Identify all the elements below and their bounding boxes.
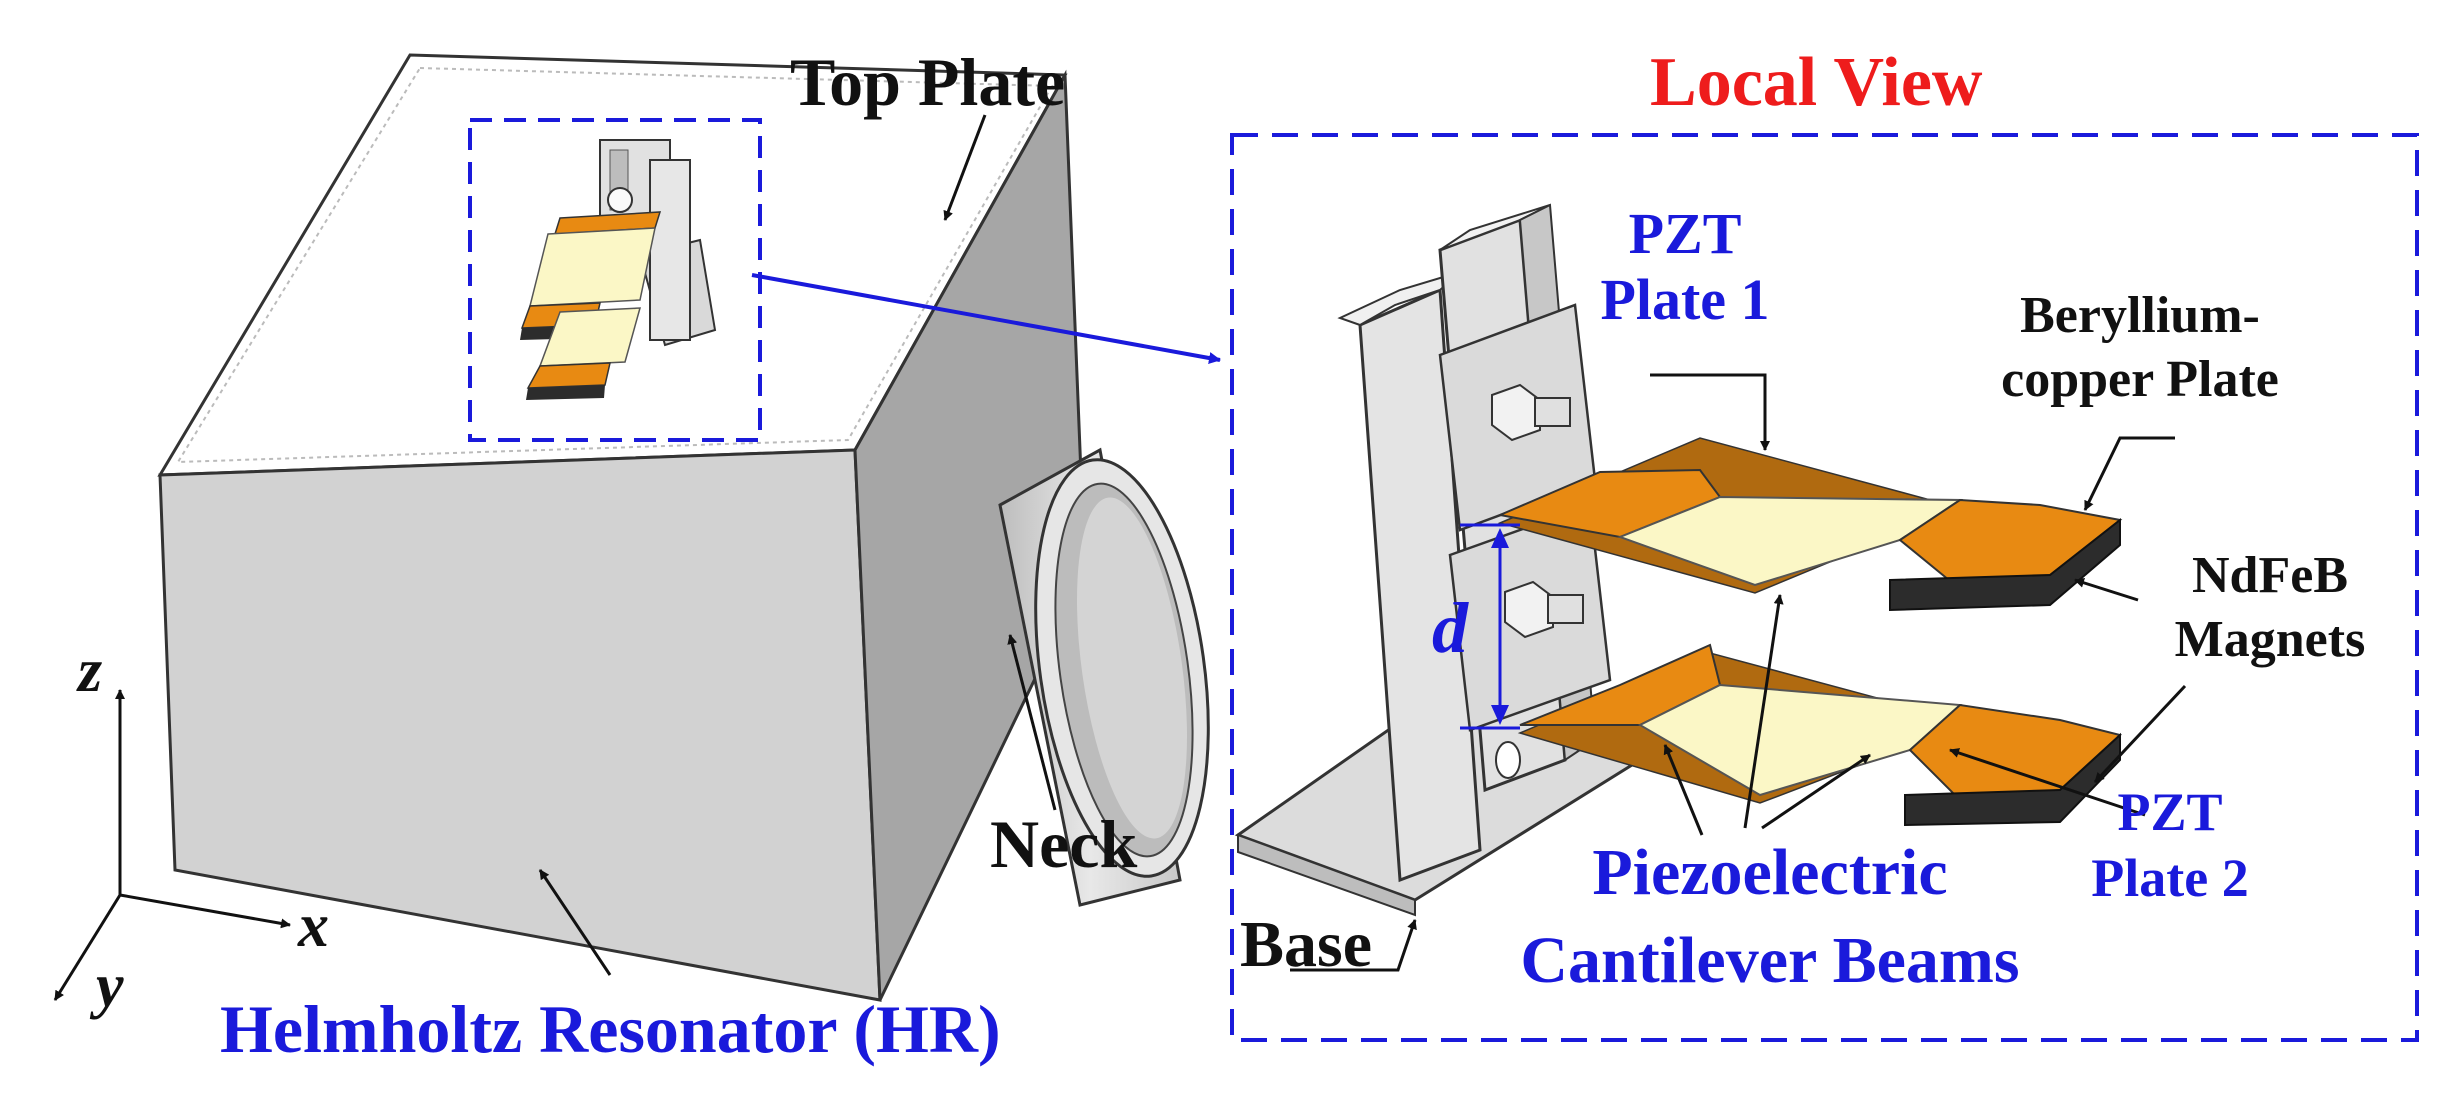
label-ndfeb-line1: NdFeB bbox=[2192, 547, 2348, 604]
lower-bolt bbox=[1504, 580, 1584, 639]
leader-neck bbox=[1007, 634, 1057, 811]
label-local-view: Local View bbox=[1650, 44, 1983, 121]
label-hr: Helmholtz Resonator (HR) bbox=[220, 991, 1001, 1067]
local-harvester bbox=[1234, 203, 2123, 917]
spacing-dimension bbox=[1460, 523, 1520, 730]
leader-pzt1 bbox=[1650, 373, 1770, 451]
neck bbox=[998, 447, 1210, 907]
label-pzt1: PZT Plate 1 bbox=[1590, 205, 1780, 329]
lower-cantilever bbox=[1517, 643, 2123, 827]
label-beryllium-line2: copper Plate bbox=[2001, 351, 2279, 408]
upper-magnet bbox=[1889, 517, 2121, 612]
label-axis-z: z bbox=[78, 637, 103, 705]
label-pzt2: PZT Plate 2 bbox=[2065, 785, 2275, 905]
y-axis bbox=[53, 894, 122, 1001]
leader-beryllium bbox=[2083, 436, 2175, 511]
label-beryllium: Beryllium- copper Plate bbox=[1920, 290, 2360, 406]
label-top-plate: Top Plate bbox=[790, 44, 1066, 120]
label-axis-x: x bbox=[298, 892, 329, 960]
label-pzt2-line1: PZT bbox=[2117, 782, 2223, 842]
zoom-arrow bbox=[751, 273, 1221, 364]
leader-piezo-a bbox=[1663, 744, 1704, 836]
leader-piezo-c bbox=[1761, 753, 1871, 830]
local-view-box bbox=[1230, 133, 2419, 1042]
label-pzt1-line2: Plate 1 bbox=[1600, 267, 1770, 332]
leader-ndfeb bbox=[2074, 577, 2139, 602]
leader-pzt2 bbox=[1949, 748, 2146, 817]
box-front-face bbox=[158, 448, 882, 1002]
leader-piezo-b bbox=[1743, 594, 1784, 829]
leader-hr bbox=[538, 869, 612, 976]
label-axis-y: y bbox=[96, 952, 124, 1020]
leader-lines bbox=[538, 114, 2187, 976]
resonator-box bbox=[157, 53, 1087, 1002]
label-d: d bbox=[1432, 588, 1468, 668]
upper-cantilever bbox=[1496, 437, 2123, 612]
label-piezo-line2: Cantilever Beams bbox=[1520, 924, 2020, 997]
label-piezo-line1: Piezoelectric bbox=[1592, 836, 1948, 909]
label-pzt2-line2: Plate 2 bbox=[2091, 848, 2249, 908]
x-axis bbox=[119, 893, 291, 929]
leader-top-plate bbox=[943, 114, 987, 221]
lower-magnet bbox=[1904, 732, 2121, 827]
label-pzt1-line1: PZT bbox=[1628, 201, 1742, 266]
label-ndfeb-line2: Magnets bbox=[2174, 611, 2366, 668]
upper-bolt bbox=[1491, 383, 1571, 442]
box-top-inner-edge bbox=[176, 66, 1054, 464]
small-harvester bbox=[468, 118, 762, 442]
label-ndfeb: NdFeB Magnets bbox=[2140, 550, 2400, 666]
label-neck: Neck bbox=[990, 806, 1138, 882]
label-piezo: Piezoelectric Cantilever Beams bbox=[1420, 840, 2120, 994]
leader-magnets bbox=[2093, 684, 2187, 784]
small-view-box bbox=[468, 118, 762, 442]
label-beryllium-line1: Beryllium- bbox=[2020, 287, 2260, 344]
leader-base bbox=[1290, 919, 1417, 972]
coordinate-axes bbox=[53, 689, 291, 1001]
label-base: Base bbox=[1240, 908, 1372, 981]
